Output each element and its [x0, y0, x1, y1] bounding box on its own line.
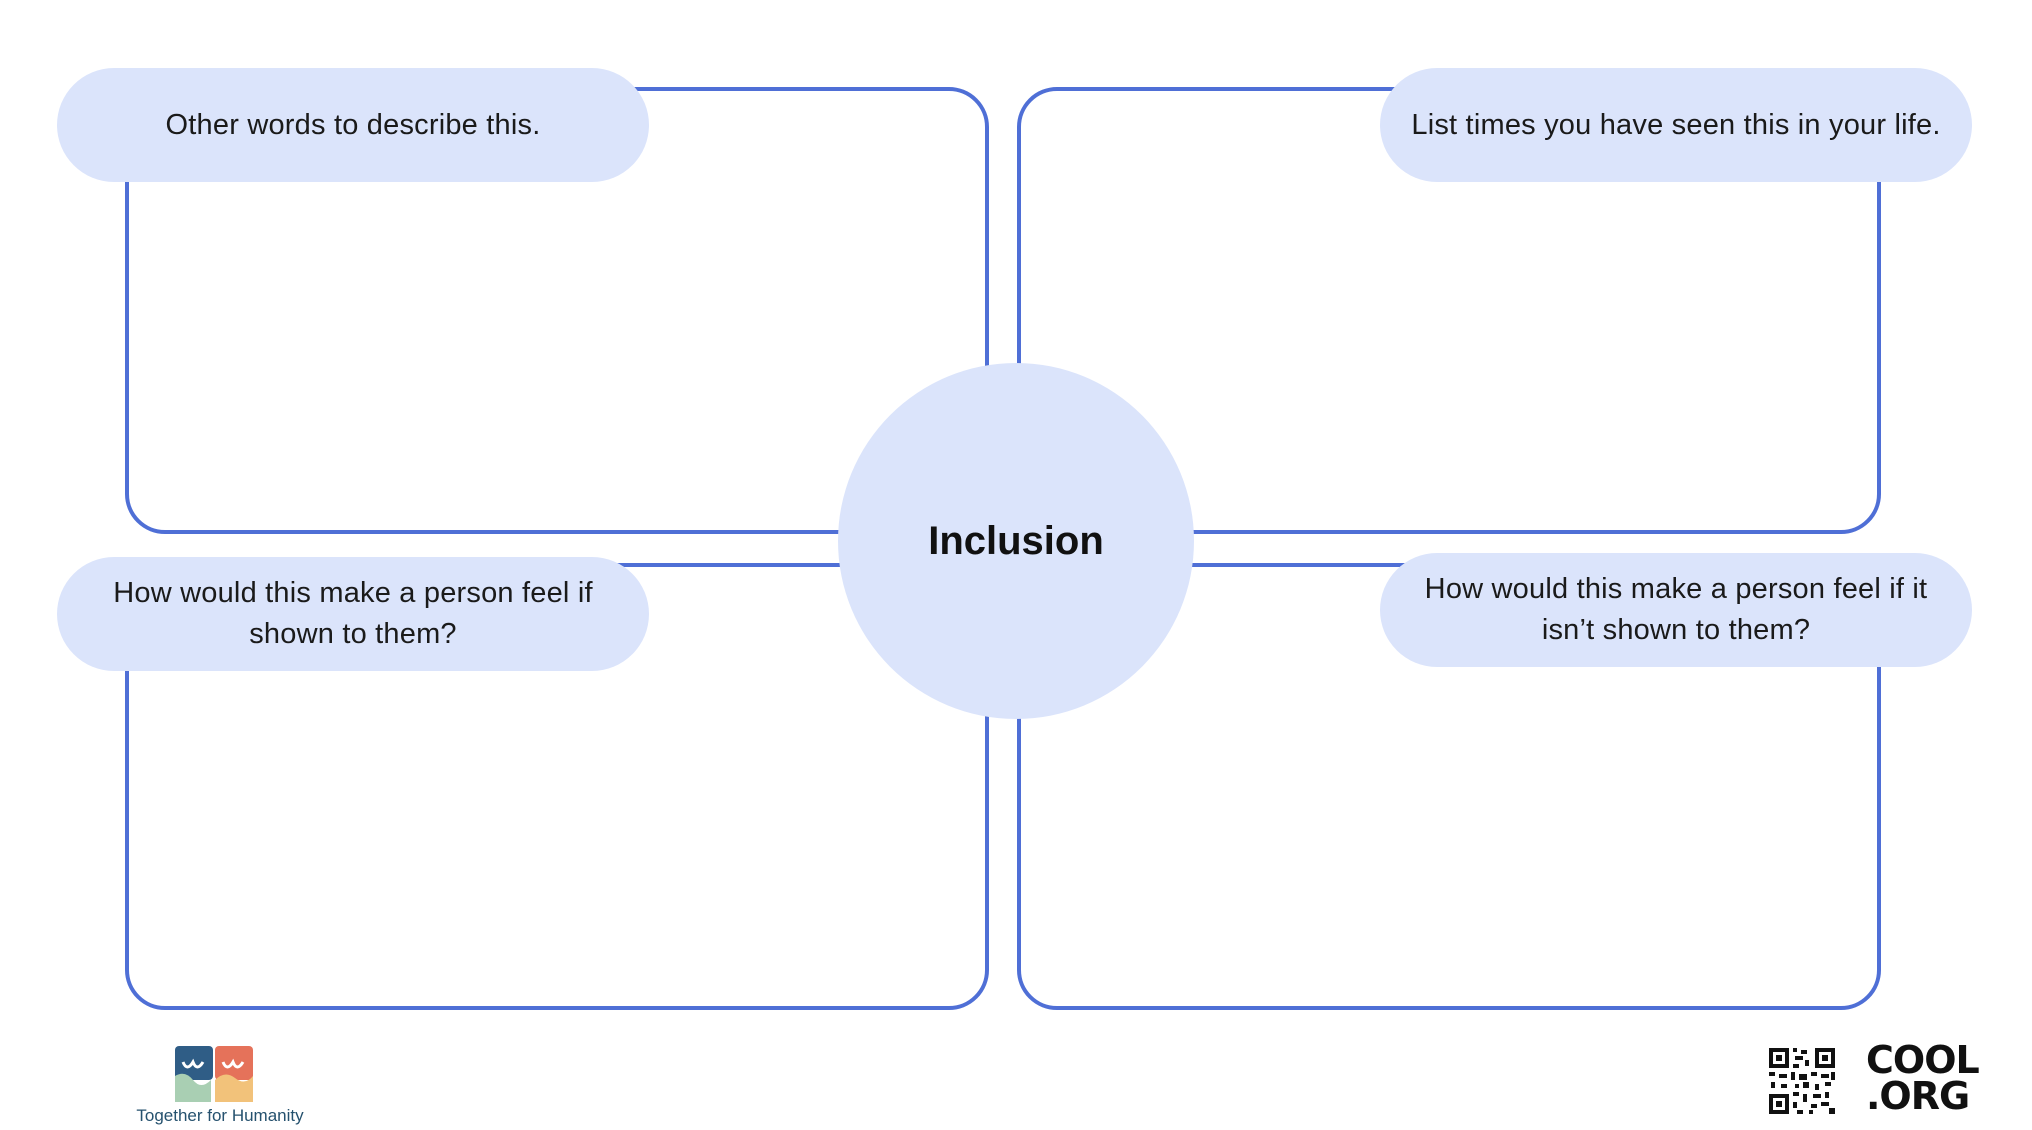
cool-org-logo: COOL .ORG: [1866, 1038, 1980, 1120]
together-for-humanity-mark-icon: [175, 1046, 253, 1102]
together-for-humanity-text: Together for Humanity: [136, 1106, 304, 1125]
center-topic-label: Inclusion: [928, 518, 1104, 563]
prompt-bottom-left: How would this make a person feel if sho…: [57, 557, 649, 671]
prompt-top-right: List times you have seen this in your li…: [1380, 68, 1972, 182]
cool-org-logo-line1: COOL: [1866, 1038, 1980, 1082]
prompt-bottom-right: How would this make a person feel if it …: [1380, 553, 1972, 667]
together-for-humanity-logo: Together for Humanity: [120, 1040, 320, 1130]
center-topic: Inclusion: [838, 363, 1194, 719]
cool-org-logo-line2: .ORG: [1866, 1074, 1970, 1118]
qr-code-icon: [1767, 1046, 1837, 1116]
prompt-top-left: Other words to describe this.: [57, 68, 649, 182]
